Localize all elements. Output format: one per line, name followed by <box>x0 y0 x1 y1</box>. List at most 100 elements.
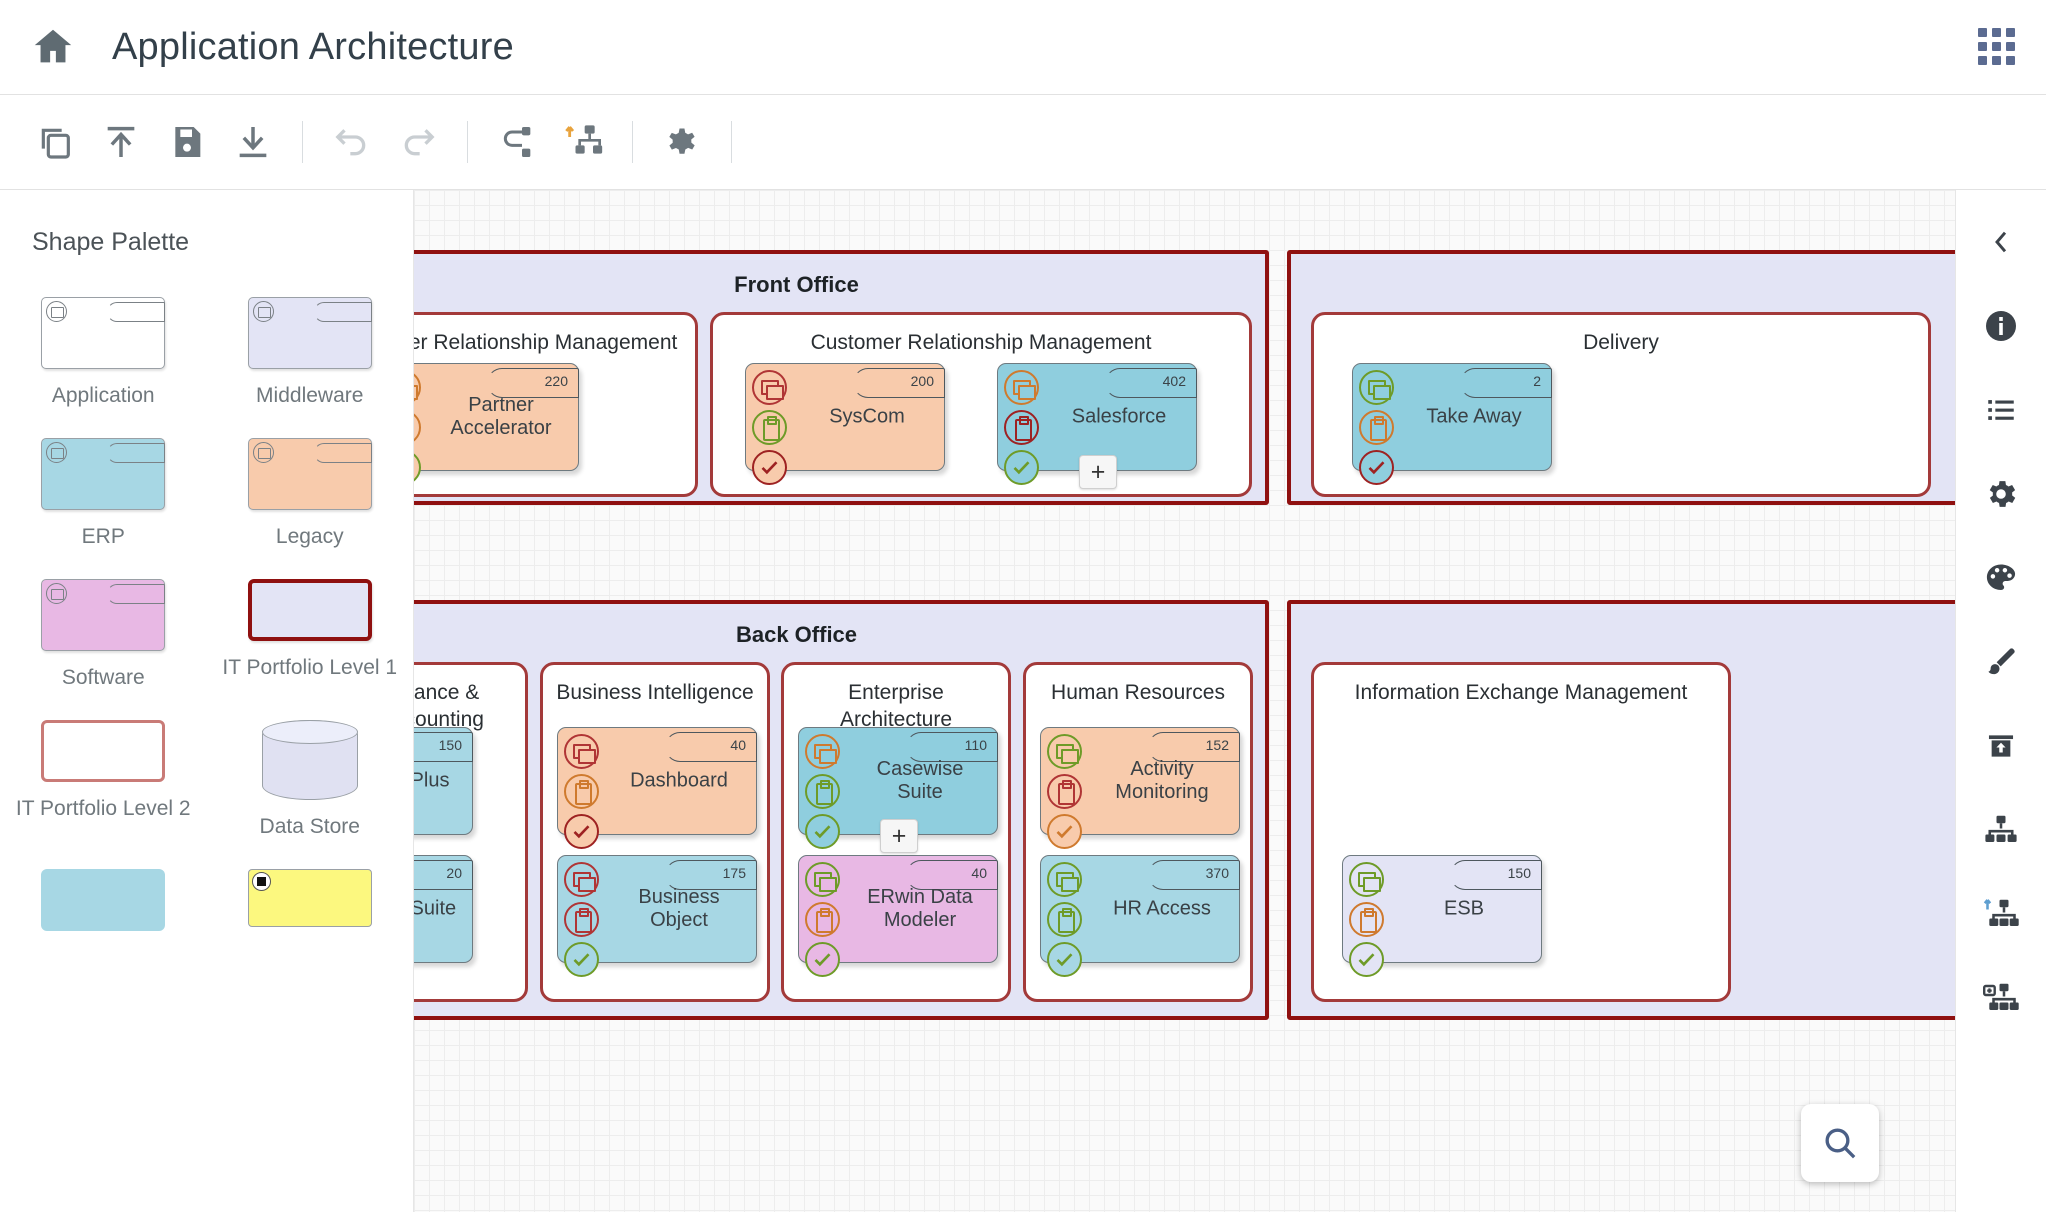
palette-item[interactable] <box>0 868 207 945</box>
clipboard-icon <box>414 410 421 445</box>
hierarchy-up-icon[interactable] <box>1973 886 2029 942</box>
app-glyph-icon <box>46 301 68 322</box>
palette-item[interactable]: Legacy <box>207 437 414 551</box>
trash-icon[interactable] <box>1973 718 2029 774</box>
color-palette-icon[interactable] <box>1973 550 2029 606</box>
hierarchy-add-icon[interactable] <box>1973 970 2029 1026</box>
palette-item[interactable]: ERP <box>0 437 207 551</box>
subgroup[interactable]: Finance & Accounting150ComptaPlus 20Finan… <box>414 662 528 1002</box>
app-tag-shape <box>313 442 372 463</box>
subgroup-title: Delivery <box>1583 331 1659 354</box>
info-button[interactable] <box>1973 298 2029 354</box>
check-circle-icon <box>1047 942 1082 977</box>
application-card[interactable]: 20Finance Suite <box>414 855 473 963</box>
app-tag-shape <box>107 583 166 604</box>
card-label: Partner Accelerator <box>450 394 552 439</box>
expand-card-button[interactable]: + <box>880 819 918 853</box>
subgroup-title: Partner Relationship Management <box>414 331 678 354</box>
subgroup-title: Business Intelligence <box>556 681 754 704</box>
palette-item[interactable]: Data Store <box>207 719 414 841</box>
palette-item-label: Application <box>51 384 155 407</box>
clipboard-icon <box>1004 410 1039 445</box>
main-toolbar <box>0 95 2046 190</box>
palette-item[interactable]: Middleware <box>207 297 414 410</box>
collapse-panel-button[interactable] <box>1973 214 2029 270</box>
copy-button[interactable] <box>24 111 86 173</box>
palette-item[interactable]: Software <box>0 578 207 692</box>
check-circle-icon <box>564 942 599 977</box>
home-icon[interactable] <box>30 24 76 70</box>
card-count-tag: 152 <box>1148 732 1240 762</box>
lane-front-office[interactable]: Front OfficePartner Relationship Managem… <box>414 250 1269 505</box>
list-button[interactable] <box>1973 382 2029 438</box>
undo-button[interactable] <box>321 111 383 173</box>
subgroup-title: Finance & Accounting <box>414 681 484 732</box>
palette-item[interactable]: Application <box>0 297 207 410</box>
palette-item[interactable]: IT Portfolio Level 1 <box>207 578 414 692</box>
card-count-tag: 40 <box>906 860 998 890</box>
palette-shape-preview <box>41 437 166 510</box>
upload-button[interactable] <box>90 111 152 173</box>
palette-item[interactable]: IT Portfolio Level 2 <box>0 719 207 841</box>
card-label: Salesforce <box>1071 405 1167 428</box>
card-count-tag: 2 <box>1460 368 1552 398</box>
hierarchy-icon[interactable] <box>1973 802 2029 858</box>
connector-button[interactable] <box>486 111 548 173</box>
redo-button[interactable] <box>387 111 449 173</box>
card-label: ComptaPlus <box>414 769 450 792</box>
card-status-glyphs <box>1349 862 1384 977</box>
clipboard-icon <box>1047 902 1082 937</box>
card-status-glyphs <box>805 734 840 849</box>
clipboard-icon <box>805 774 840 809</box>
palette-item-label: Legacy <box>275 524 344 548</box>
app-tag-shape <box>107 302 166 322</box>
application-window-icon <box>805 862 840 897</box>
zoom-search-button[interactable] <box>1801 1104 1879 1182</box>
application-card[interactable]: 150ComptaPlus <box>414 727 473 835</box>
clipboard-icon <box>564 902 599 937</box>
application-window-icon <box>1359 370 1394 405</box>
save-button[interactable] <box>156 111 218 173</box>
diagram-canvas[interactable]: Front OfficePartner Relationship Managem… <box>414 190 1955 1212</box>
subgroup[interactable]: Partner Relationship Management 220Partne… <box>414 312 698 497</box>
settings-button[interactable] <box>651 111 713 173</box>
download-button[interactable] <box>222 111 284 173</box>
settings-button[interactable] <box>1973 466 2029 522</box>
lane-back-office[interactable]: Back OfficeFinance & Accounting150Compta… <box>414 600 1269 1020</box>
card-count-tag: 175 <box>665 860 757 890</box>
lane-title: Back Office <box>735 622 858 647</box>
apps-grid-icon[interactable] <box>1978 28 2016 66</box>
palette-item-label: Middleware <box>256 384 364 407</box>
app-glyph-icon <box>46 441 68 463</box>
app-tag-shape <box>313 302 372 322</box>
card-status-glyphs <box>414 370 421 485</box>
application-window-icon <box>1004 370 1039 405</box>
paintbrush-icon[interactable] <box>1973 634 2029 690</box>
palette-item[interactable] <box>207 868 414 945</box>
card-label: Dashboard <box>630 769 728 792</box>
application-window-icon <box>1349 862 1384 897</box>
expand-card-button[interactable]: + <box>1079 455 1117 489</box>
promote-hierarchy-button[interactable] <box>552 111 614 173</box>
check-circle-icon <box>1359 450 1394 485</box>
